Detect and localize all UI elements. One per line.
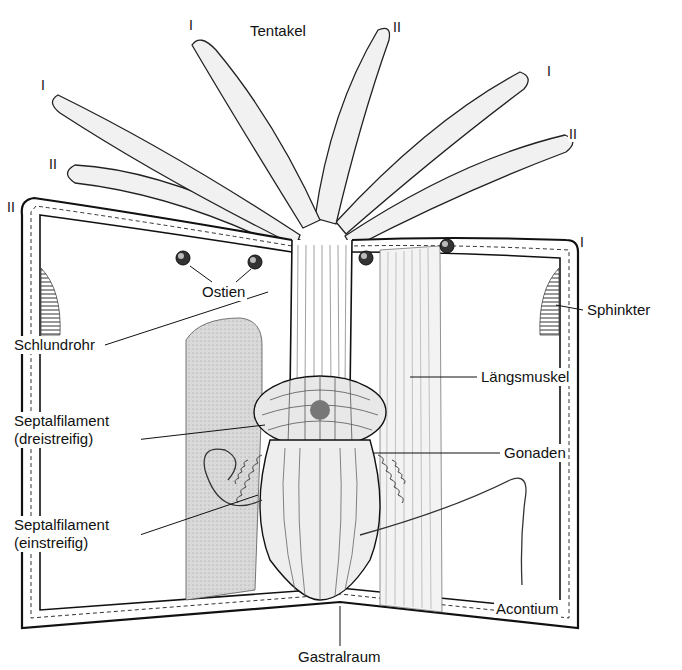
callout-number: II <box>568 126 578 142</box>
part-label: Septalfilament (dreistreifig) <box>12 412 141 448</box>
part-label: Acontium <box>494 600 561 618</box>
part-label: Tentakel <box>248 22 308 40</box>
leader-lines <box>105 266 583 646</box>
part-label: Ostien <box>200 283 247 301</box>
part-label: Gastralraum <box>296 648 383 666</box>
callout-number: I <box>579 234 585 250</box>
part-label: Schlundrohr <box>12 336 97 354</box>
part-label: Gonaden <box>502 444 568 462</box>
callout-number: I <box>188 17 194 33</box>
part-label: Sphinkter <box>585 301 652 319</box>
callout-number: II <box>6 199 16 215</box>
part-label: Septalfilament (einstreifig) <box>12 516 141 552</box>
part-label: Längsmuskel <box>479 368 571 386</box>
callout-number: II <box>392 19 402 35</box>
callout-number: I <box>40 77 46 93</box>
callout-number: I <box>546 63 552 79</box>
callout-number: II <box>48 156 58 172</box>
